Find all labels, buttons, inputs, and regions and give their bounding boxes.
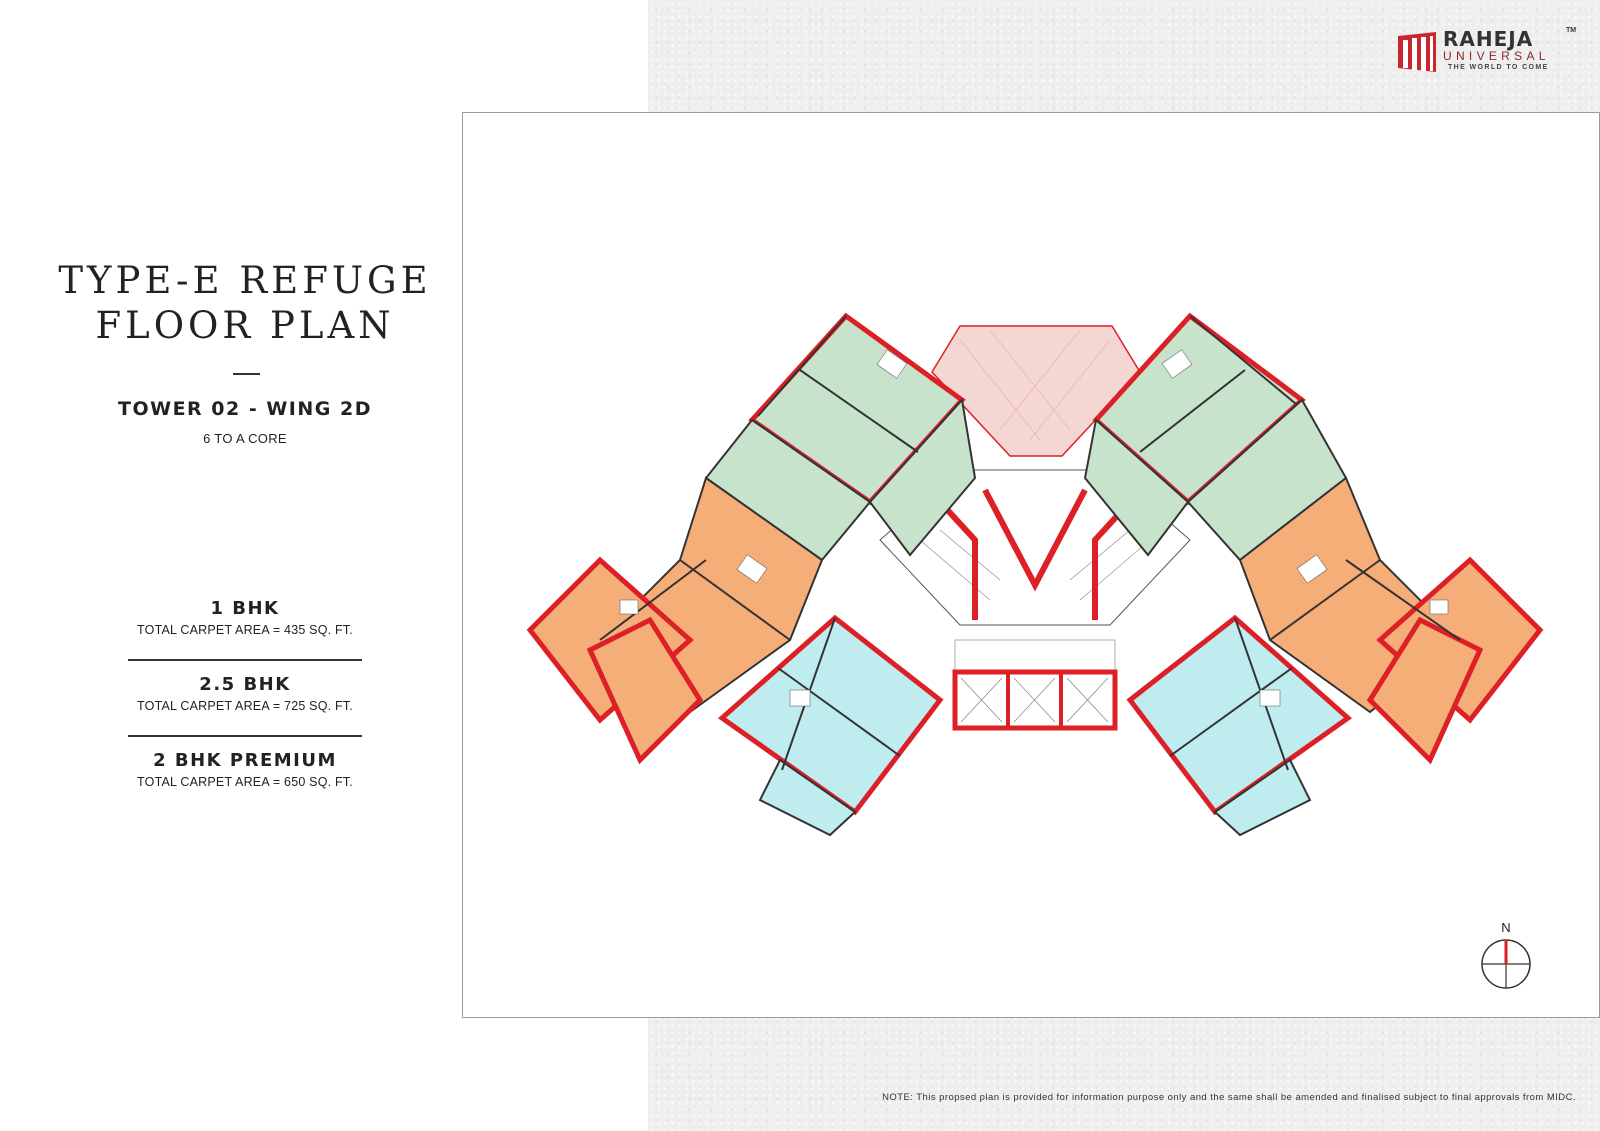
unit-1bhk: 1 BHK TOTAL CARPET AREA = 435 SQ. FT. [120, 598, 370, 637]
north-indicator: N [1480, 920, 1532, 992]
unit-1bhk-right [1126, 614, 1353, 837]
logo-tagline: THE WORLD TO COME [1448, 64, 1549, 71]
unit-2bhk-premium: 2 BHK PREMIUM TOTAL CARPET AREA = 650 SQ… [120, 750, 370, 789]
logo-trademark: TM [1566, 27, 1577, 34]
unit-area: TOTAL CARPET AREA = 435 SQ. FT. [137, 623, 353, 637]
logo-brand: RAHEJA [1443, 27, 1534, 51]
lift-block [952, 669, 1118, 731]
unit-divider [128, 735, 362, 737]
compass-icon [1481, 939, 1531, 989]
title-divider [233, 373, 260, 375]
north-label: N [1501, 920, 1511, 935]
unit-1bhk-left [717, 614, 944, 837]
unit-2bhk-premium-left [704, 312, 977, 562]
unit-2-5bhk-right [1238, 476, 1544, 765]
raheja-universal-logo: RAHEJA TM UNIVERSAL THE WORLD TO COME [1396, 26, 1578, 78]
disclaimer-note: NOTE: This propsed plan is provided for … [882, 1092, 1576, 1103]
page-title-line1: TYPE-E REFUGE [58, 259, 432, 302]
core-note: 6 TO A CORE [203, 431, 287, 446]
unit-area: TOTAL CARPET AREA = 725 SQ. FT. [137, 699, 353, 713]
info-panel: TYPE-E REFUGE FLOOR PLAN TOWER 02 - WING… [0, 0, 490, 1131]
logo-sub: UNIVERSAL [1443, 49, 1550, 63]
unit-2-5bhk: 2.5 BHK TOTAL CARPET AREA = 725 SQ. FT. [120, 674, 370, 713]
logo-mark-icon [1398, 32, 1436, 72]
tower-wing-subtitle: TOWER 02 - WING 2D [118, 398, 372, 420]
unit-area: TOTAL CARPET AREA = 650 SQ. FT. [137, 775, 353, 789]
unit-name: 1 BHK [210, 598, 280, 619]
unit-name: 2 BHK PREMIUM [153, 750, 337, 771]
unit-2bhk-premium-right [1083, 312, 1348, 562]
unit-divider [128, 659, 362, 661]
refuge-area [931, 325, 1141, 457]
page-title-line2: FLOOR PLAN [95, 304, 395, 347]
unit-name: 2.5 BHK [199, 674, 291, 695]
unit-2-5bhk-left [526, 476, 824, 765]
